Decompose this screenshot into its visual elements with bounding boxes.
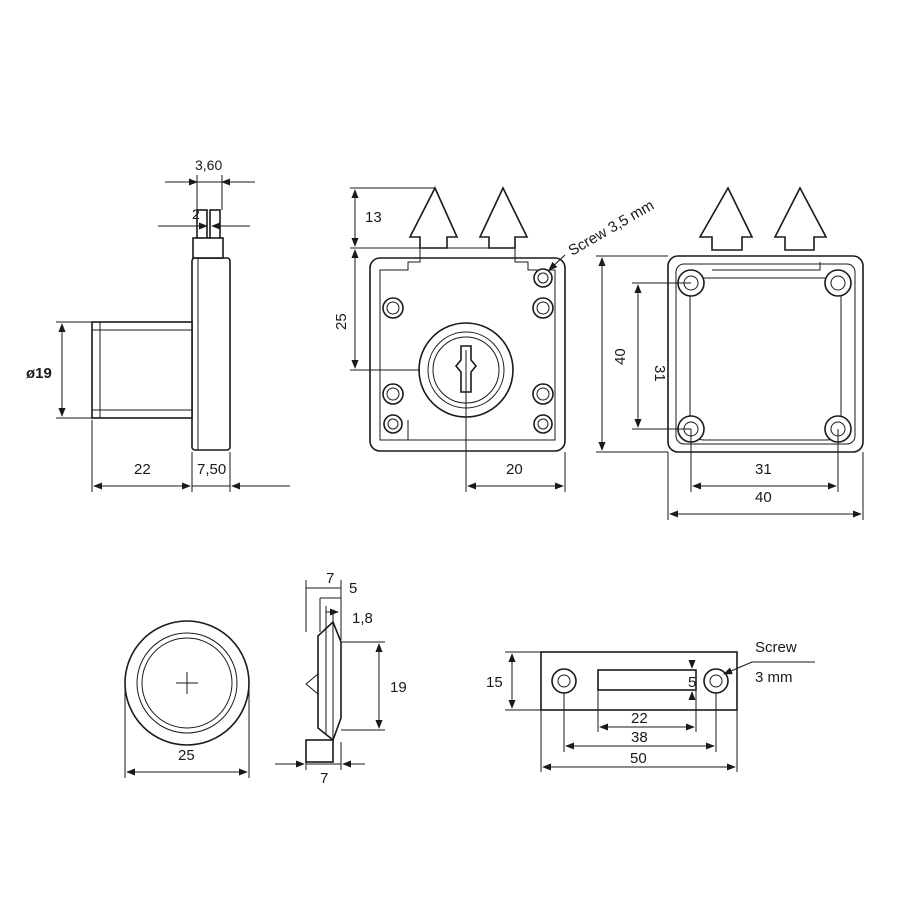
rosette-dim-diameter: 25: [178, 747, 195, 764]
front-bolt-right: [478, 186, 529, 249]
rosette-side-dim-1-8: 1,8: [352, 610, 373, 627]
rosette-side-dim-7-bottom: 7: [320, 770, 328, 787]
back-bolt-right: [773, 186, 828, 251]
side-dim-plate: 2: [192, 206, 200, 222]
back-dim-width-inner: 31: [755, 461, 772, 478]
strike-dim-38: 38: [631, 729, 648, 746]
back-inner-frame: [689, 277, 842, 441]
back-dim-height-outer: 40: [612, 348, 629, 365]
rosette-side-profile: [317, 620, 342, 742]
side-dim-flange: 7,50: [197, 461, 226, 478]
back-dim-height-inner: 31: [651, 365, 668, 382]
rosette-side-dim-7-top: 7: [326, 570, 334, 587]
front-bolt-left: [408, 186, 459, 249]
strike-slot: [597, 669, 697, 691]
strike-plate-view: 15 5 22 38 50 Screw 3 mm: [486, 639, 815, 772]
rosette-view: 25: [124, 620, 250, 778]
back-dim-width-outer: 40: [755, 489, 772, 506]
side-dim-diameter: ø19: [26, 365, 52, 382]
front-view: 13 25 20 Screw 3,5 mm: [333, 186, 658, 492]
back-bolt-left: [698, 186, 754, 251]
strike-dim-5: 5: [688, 674, 696, 691]
front-note-screw: Screw 3,5 mm: [566, 197, 658, 260]
back-housing: [667, 255, 864, 453]
rosette-side-view: 7 5 1,8 19 7: [275, 570, 407, 787]
strike-note-size: 3 mm: [755, 669, 793, 686]
rosette-side-dim-19: 19: [390, 679, 407, 696]
strike-dim-15: 15: [486, 674, 503, 691]
side-cylinder: [91, 321, 193, 419]
side-dim-top: 3,60: [195, 157, 222, 173]
strike-dim-22: 22: [631, 710, 648, 727]
strike-hole-right: [703, 668, 729, 694]
back-view: 40 31 31 40: [596, 186, 864, 520]
strike-hole-left: [551, 668, 577, 694]
front-dim-bottom: 20: [506, 461, 523, 478]
rosette-side-dim-5: 5: [349, 580, 357, 597]
strike-dim-50: 50: [630, 750, 647, 767]
side-dim-body: 22: [134, 461, 151, 478]
front-dim-center: 25: [333, 313, 350, 330]
side-view: 3,60 2 ø19 22 7,50: [26, 157, 290, 492]
front-dim-top: 13: [365, 209, 382, 226]
strike-note-screw: Screw: [755, 639, 797, 656]
